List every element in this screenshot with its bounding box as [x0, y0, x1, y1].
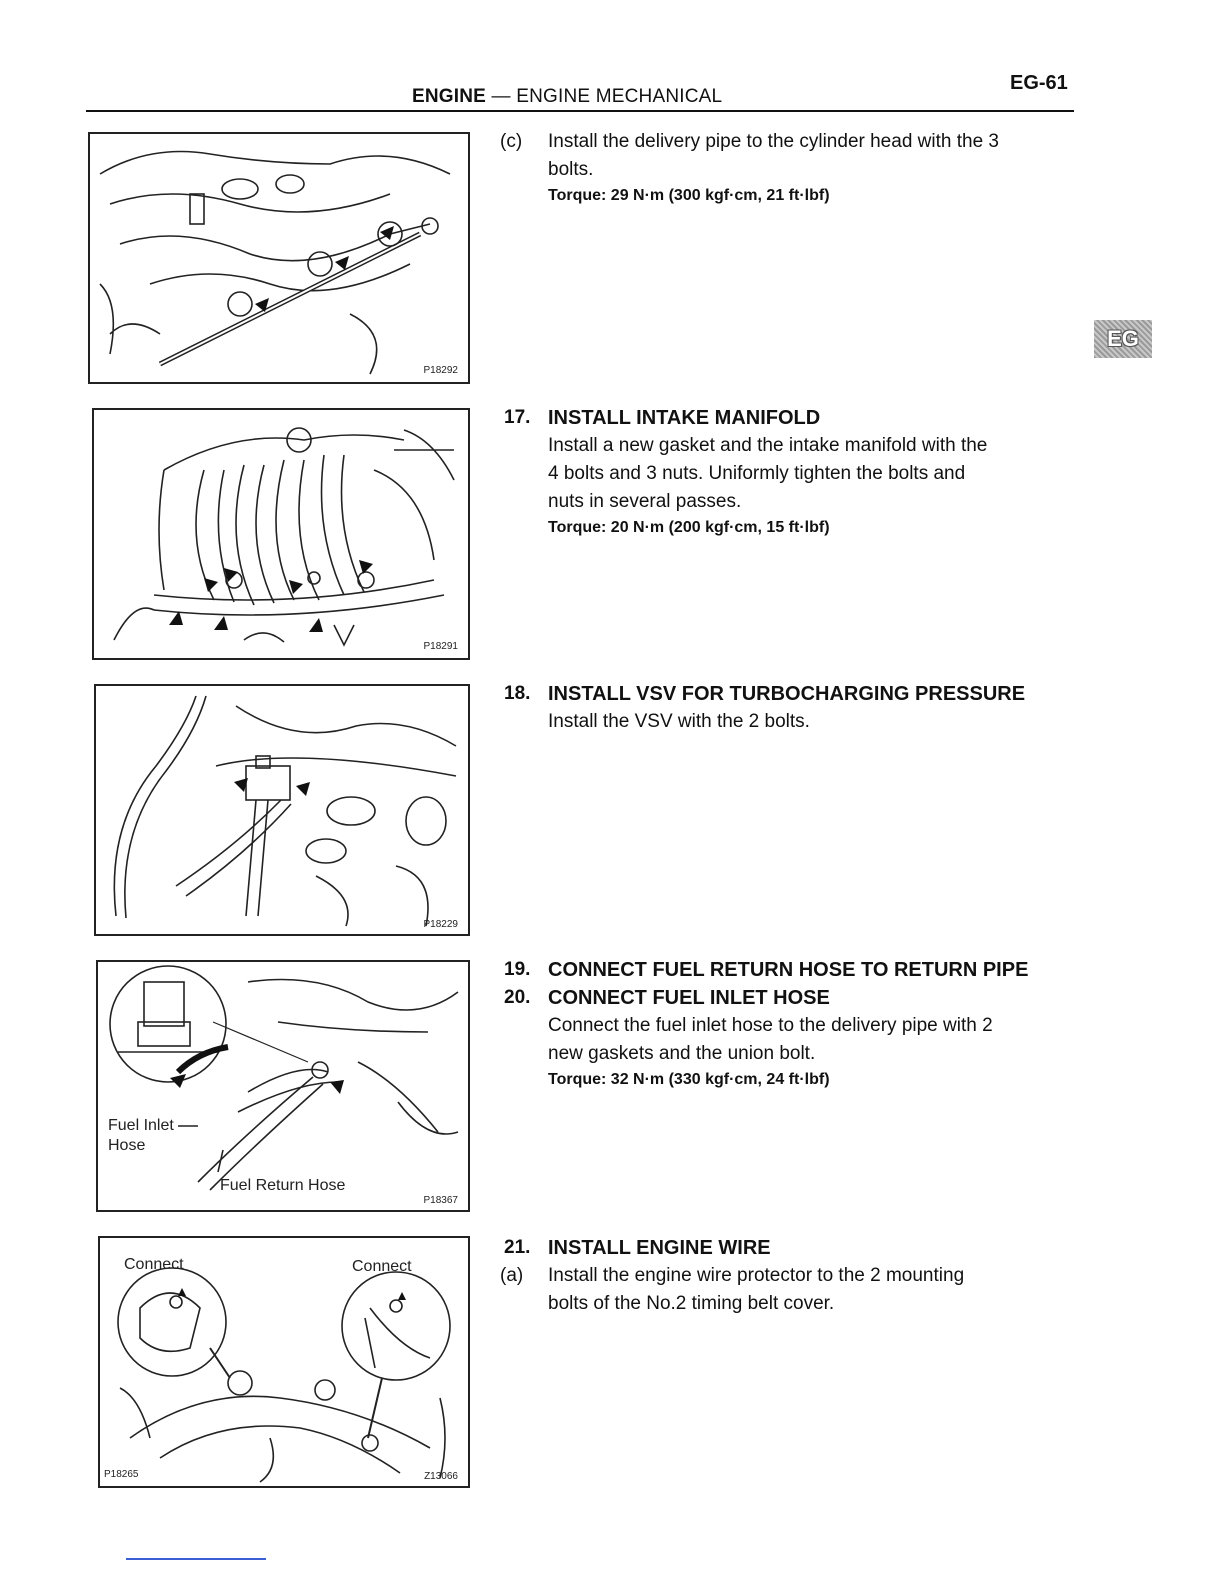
figure-code-left: P18265 [104, 1469, 139, 1480]
label-connect-left: Connect [124, 1256, 184, 1273]
label-fuel-inlet-line2: Hose [108, 1137, 146, 1154]
section-tab: EG [1094, 320, 1152, 358]
step-20-torque: Torque: 32 N·m (330 kgf·cm, 24 ft·lbf) [548, 1071, 830, 1088]
label-fuel-return-hose: Fuel Return Hose [220, 1177, 346, 1194]
figure-delivery-pipe: P18292 [88, 132, 470, 384]
step-17-number: 17. [504, 407, 531, 428]
header-rule [86, 110, 1074, 112]
label-connect-right: Connect [352, 1258, 412, 1275]
figure-code: P18367 [423, 1195, 458, 1206]
step-17-title: INSTALL INTAKE MANIFOLD [548, 407, 821, 429]
step-20-line2: new gaskets and the union bolt. [548, 1043, 816, 1064]
figure-code-right: Z13066 [424, 1471, 458, 1482]
step-17-torque: Torque: 20 N·m (200 kgf·cm, 15 ft·lbf) [548, 519, 830, 536]
delivery-pipe-illustration [99, 150, 451, 375]
figure-engine-wire: Connect Connect P18265 Z13066 [98, 1236, 470, 1488]
step-18-number: 18. [504, 683, 531, 704]
step-21-line1: Install the engine wire protector to the… [548, 1265, 965, 1286]
footer-rule [126, 1558, 266, 1560]
step-c: (c) Install the delivery pipe to the cyl… [500, 128, 1080, 208]
step-19-number: 19. [504, 959, 531, 980]
step-20-line1: Connect the fuel inlet hose to the deliv… [548, 1015, 993, 1036]
step-17-line2: 4 bolts and 3 nuts. Uniformly tighten th… [548, 463, 966, 484]
step-20: 20. CONNECT FUEL INLET HOSE Connect the … [500, 984, 1080, 1092]
step-21-sub-marker: (a) [500, 1265, 524, 1286]
step-21-line2: bolts of the No.2 timing belt cover. [548, 1293, 835, 1314]
step-18: 18. INSTALL VSV FOR TURBOCHARGING PRESSU… [500, 680, 1080, 736]
step-21: 21. INSTALL ENGINE WIRE (a) Install the … [500, 1234, 1080, 1318]
step-17-line1: Install a new gasket and the intake mani… [548, 435, 988, 456]
label-fuel-inlet-line1: Fuel Inlet [108, 1117, 174, 1134]
intake-manifold-illustration [113, 427, 455, 647]
step-c-torque: Torque: 29 N·m (300 kgf·cm, 21 ft·lbf) [548, 187, 830, 204]
figure-code: P18229 [423, 919, 458, 930]
step-17-line3: nuts in several passes. [548, 491, 742, 512]
step-21-number: 21. [504, 1237, 531, 1258]
step-19-title: CONNECT FUEL RETURN HOSE TO RETURN PIPE [548, 959, 1029, 981]
step-c-line1: Install the delivery pipe to the cylinde… [548, 131, 999, 152]
engine-wire-illustration [117, 1267, 451, 1483]
step-c-marker: (c) [500, 131, 523, 152]
section-title-rest: — ENGINE MECHANICAL [491, 86, 723, 107]
figure-code: P18291 [423, 641, 458, 652]
figure-intake-manifold: P18291 [92, 408, 470, 660]
step-c-line2: bolts. [548, 159, 594, 180]
figure-vsv: P18229 [94, 684, 470, 936]
section-title: ENGINE — ENGINE MECHANICAL [412, 86, 722, 108]
section-tab-label: EG [1107, 326, 1139, 351]
figure-fuel-hoses: Fuel Inlet Hose Fuel Return Hose P18367 [96, 960, 470, 1212]
fuel-hoses-illustration [109, 965, 459, 1191]
step-18-line1: Install the VSV with the 2 bolts. [548, 711, 810, 732]
page-number: EG-61 [1010, 72, 1068, 94]
step-21-title: INSTALL ENGINE WIRE [548, 1237, 771, 1259]
section-title-bold: ENGINE [412, 86, 487, 107]
step-20-title: CONNECT FUEL INLET HOSE [548, 987, 830, 1009]
step-20-number: 20. [504, 987, 531, 1008]
vsv-illustration [113, 695, 457, 927]
figure-code: P18292 [423, 365, 458, 376]
step-17: 17. INSTALL INTAKE MANIFOLD Install a ne… [500, 404, 1080, 540]
step-18-title: INSTALL VSV FOR TURBOCHARGING PRESSURE [548, 683, 1026, 705]
step-19: 19. CONNECT FUEL RETURN HOSE TO RETURN P… [500, 956, 1080, 984]
